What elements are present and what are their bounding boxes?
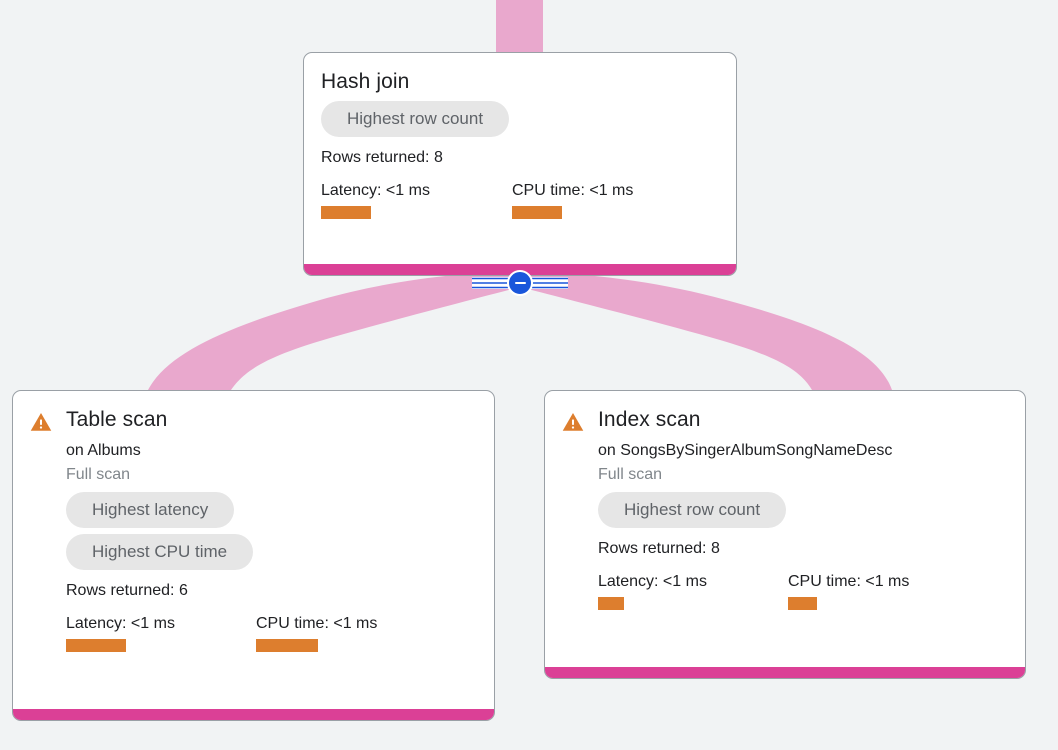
collapse-children-toggle[interactable] — [472, 268, 568, 298]
node-header: Table scan — [30, 407, 477, 433]
metric-cpu-time-bar — [512, 206, 562, 219]
metric-latency: Latency: <1 ms — [321, 181, 512, 219]
edge-hashjoin-to-table-scan — [148, 272, 516, 390]
metric-latency-bar — [598, 597, 624, 610]
node-detail-column: on Albums Full scan Highest latency High… — [30, 440, 477, 652]
metric-latency-label: Latency: <1 ms — [321, 182, 430, 199]
chip-highest-row-count: Highest row count — [321, 101, 510, 137]
metric-latency-label: Latency: <1 ms — [66, 615, 175, 632]
chip-list: Highest row count — [598, 492, 1008, 528]
node-card-table-scan[interactable]: Table scan on Albums Full scan Highest l… — [12, 390, 495, 721]
chip-highest-latency: Highest latency — [66, 492, 235, 528]
node-body: Table scan on Albums Full scan Highest l… — [13, 391, 494, 709]
node-body: Index scan on SongsBySingerAlbumSongName… — [545, 391, 1025, 667]
node-title: Table scan — [66, 408, 168, 431]
rows-returned: Rows returned: 6 — [66, 582, 188, 599]
warning-triangle-icon — [30, 413, 52, 431]
incoming-edge-ribbon — [496, 0, 543, 54]
node-title: Hash join — [321, 70, 410, 93]
chip-highest-row-count: Highest row count — [598, 492, 787, 528]
node-subtitle: on SongsBySingerAlbumSongNameDesc — [598, 442, 893, 459]
warning-triangle-icon — [562, 413, 584, 431]
metric-latency-bar — [321, 206, 371, 219]
node-accent-bar — [13, 709, 494, 720]
metrics-row: Latency: <1 ms CPU time: <1 ms — [321, 181, 719, 219]
metric-cpu-time: CPU time: <1 ms — [256, 614, 377, 652]
metric-cpu-time: CPU time: <1 ms — [788, 572, 909, 610]
metric-cpu-time: CPU time: <1 ms — [512, 181, 633, 219]
node-card-hash-join[interactable]: Hash join Highest row count Rows returne… — [303, 52, 737, 276]
metric-cpu-time-bar — [256, 639, 318, 652]
chip-list: Highest latency Highest CPU time — [66, 492, 477, 570]
node-title: Index scan — [598, 408, 701, 431]
rows-returned: Rows returned: 8 — [321, 149, 443, 166]
metric-latency-label: Latency: <1 ms — [598, 573, 707, 590]
metric-latency: Latency: <1 ms — [598, 572, 788, 610]
chip-highest-cpu-time: Highest CPU time — [66, 534, 254, 570]
node-subnote: Full scan — [66, 466, 131, 483]
rows-returned: Rows returned: 8 — [598, 540, 720, 557]
node-accent-bar — [545, 667, 1025, 678]
metrics-row: Latency: <1 ms CPU time: <1 ms — [66, 614, 477, 652]
metric-cpu-time-label: CPU time: <1 ms — [256, 615, 378, 632]
metric-latency-bar — [66, 639, 126, 652]
metric-cpu-time-bar — [788, 597, 817, 610]
metric-latency: Latency: <1 ms — [66, 614, 256, 652]
chip-list: Highest row count — [321, 101, 719, 137]
node-body: Hash join Highest row count Rows returne… — [304, 53, 736, 264]
node-header: Index scan — [562, 407, 1008, 433]
node-detail-column: on SongsBySingerAlbumSongNameDesc Full s… — [562, 440, 1008, 610]
node-header: Hash join — [321, 69, 719, 95]
node-subtitle: on Albums — [66, 442, 141, 459]
node-subnote: Full scan — [598, 466, 663, 483]
metrics-row: Latency: <1 ms CPU time: <1 ms — [598, 572, 1008, 610]
metric-cpu-time-label: CPU time: <1 ms — [512, 182, 634, 199]
edge-hashjoin-to-index-scan — [524, 272, 892, 390]
metric-cpu-time-label: CPU time: <1 ms — [788, 573, 910, 590]
node-card-index-scan[interactable]: Index scan on SongsBySingerAlbumSongName… — [544, 390, 1026, 679]
collapse-minus-icon[interactable] — [507, 270, 533, 296]
